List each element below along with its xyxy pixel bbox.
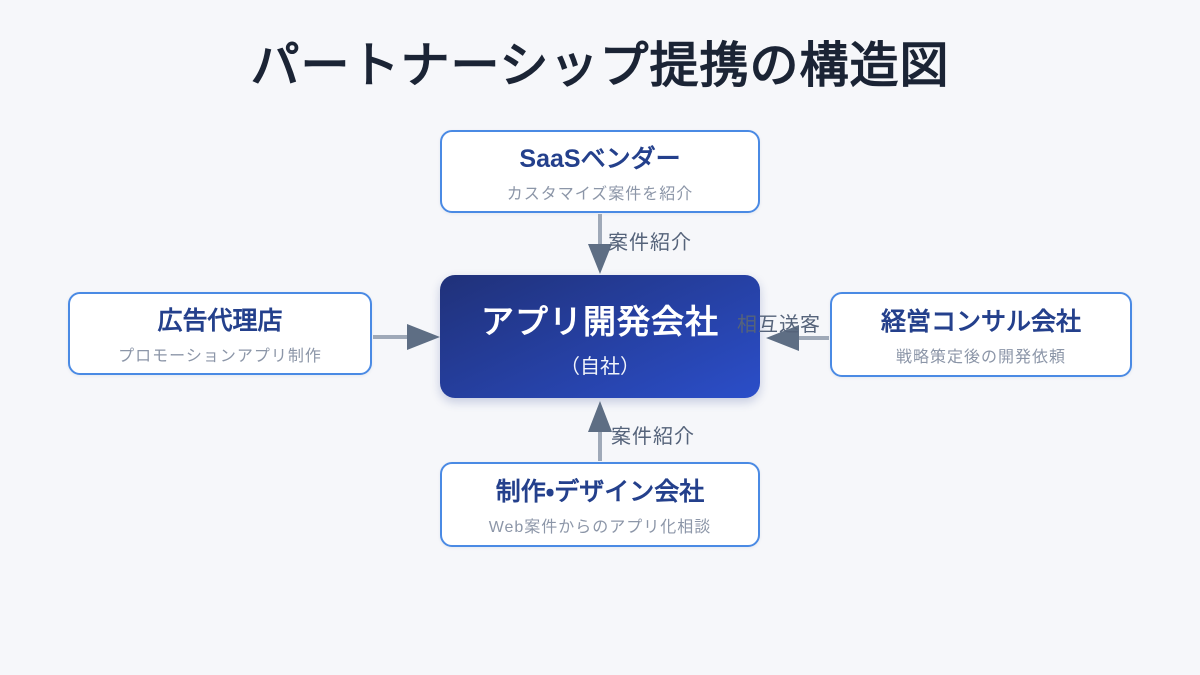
node-consulting-firm-desc: 戦略策定後の開発依頼 (895, 349, 1066, 366)
node-own-company-sub: （自社） (560, 355, 640, 378)
node-consulting-firm-name: 経営コンサル会社 (880, 308, 1081, 336)
arrow-right-icon (373, 324, 440, 350)
page-title: パートナーシップ提携の構造図 (250, 39, 950, 93)
node-consulting-firm: 経営コンサル会社 戦略策定後の開発依頼 (830, 292, 1132, 377)
node-saas-vendor-name: SaaSベンダー (519, 145, 681, 173)
arrow-up-icon (588, 401, 612, 461)
node-own-company: アプリ開発会社 （自社） (440, 275, 760, 398)
node-saas-vendor: SaaSベンダー カスタマイズ案件を紹介 (440, 130, 760, 213)
node-ad-agency-desc: プロモーションアプリ制作 (118, 348, 322, 365)
arrow-label-bottom: 案件紹介 (611, 426, 695, 448)
node-design-company-desc: Web案件からのアプリ化相談 (488, 519, 712, 536)
node-saas-vendor-desc: カスタマイズ案件を紹介 (506, 186, 694, 203)
node-design-company: 制作・デザイン会社 Web案件からのアプリ化相談 (440, 462, 760, 547)
node-own-company-name: アプリ開発会社 (481, 302, 719, 340)
arrow-label-top: 案件紹介 (608, 232, 692, 254)
node-design-company-name: 制作・デザイン会社 (495, 478, 705, 506)
node-ad-agency: 広告代理店 プロモーションアプリ制作 (68, 292, 372, 375)
node-ad-agency-name: 広告代理店 (157, 307, 283, 335)
arrow-label-right: 相互送客 (737, 314, 821, 336)
